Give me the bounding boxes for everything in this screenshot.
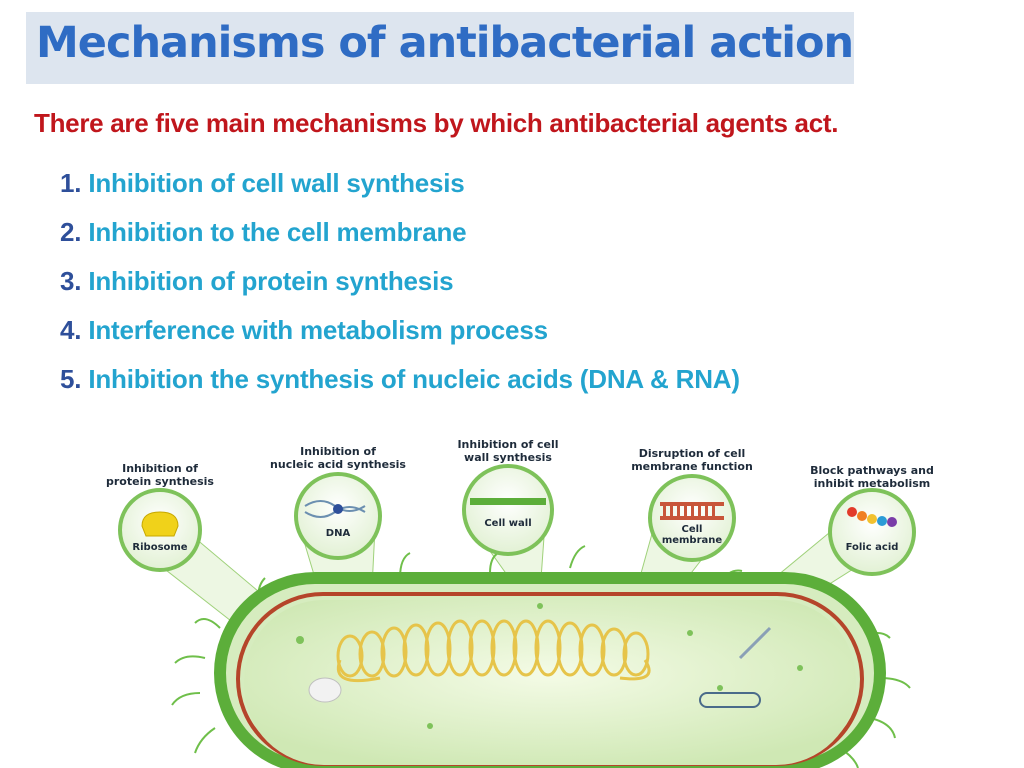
membrane-bilayer-icon	[660, 502, 724, 520]
svg-text:nucleic acid synthesis: nucleic acid synthesis	[270, 458, 406, 471]
list-text: Inhibition of cell wall synthesis	[88, 168, 465, 198]
slide-title: Mechanisms of antibacterial action	[36, 18, 854, 68]
svg-text:protein synthesis: protein synthesis	[106, 475, 214, 488]
list-number: 2.	[60, 217, 82, 247]
svg-text:Block pathways and: Block pathways and	[810, 464, 934, 477]
ribosome-dots	[296, 603, 803, 729]
list-text: Inhibition the synthesis of nucleic acid…	[88, 364, 740, 394]
svg-text:Inhibition of cell: Inhibition of cell	[457, 438, 558, 451]
title-banner	[26, 12, 854, 84]
mechanism-list: 1. Inhibition of cell wall synthesis 2. …	[60, 168, 740, 413]
list-text: Inhibition to the cell membrane	[88, 217, 467, 247]
cell-wall-icon	[470, 498, 546, 505]
plasmid	[699, 692, 761, 708]
flagellum-motor	[738, 626, 772, 660]
svg-text:wall synthesis: wall synthesis	[464, 451, 552, 464]
list-text: Inhibition of protein synthesis	[88, 266, 454, 296]
bacterium-diagram: Inhibition of protein synthesis Ribosome…	[106, 438, 934, 768]
callout-protein-synthesis: Inhibition of protein synthesis Ribosome	[106, 462, 214, 572]
svg-text:Cell wall: Cell wall	[484, 518, 531, 529]
svg-text:DNA: DNA	[326, 528, 351, 539]
cytoplasm	[244, 600, 856, 765]
svg-text:Folic acid: Folic acid	[846, 542, 899, 553]
inclusion-body	[308, 677, 342, 703]
folic-acid-icon	[847, 507, 897, 527]
callout-membrane-function: Disruption of cell membrane function Cel…	[631, 447, 753, 562]
list-item: 3. Inhibition of protein synthesis	[60, 266, 740, 315]
list-text: Interference with metabolism process	[88, 315, 548, 345]
svg-text:membrane: membrane	[662, 535, 723, 546]
list-item: 2. Inhibition to the cell membrane	[60, 217, 740, 266]
svg-text:Ribosome: Ribosome	[132, 542, 187, 553]
svg-text:Cell: Cell	[682, 524, 703, 535]
svg-text:membrane function: membrane function	[631, 460, 753, 473]
list-number: 1.	[60, 168, 82, 198]
intro-text: There are five main mechanisms by which …	[34, 108, 839, 138]
svg-text:Disruption of cell: Disruption of cell	[639, 447, 746, 460]
list-number: 3.	[60, 266, 82, 296]
callout-metabolism: Block pathways and inhibit metabolism Fo…	[810, 464, 934, 576]
svg-text:Inhibition of: Inhibition of	[122, 462, 198, 475]
callout-nucleic-acid-synthesis: Inhibition of nucleic acid synthesis DNA	[270, 445, 406, 560]
list-number: 5.	[60, 364, 82, 394]
svg-text:inhibit metabolism: inhibit metabolism	[814, 477, 931, 490]
list-number: 4.	[60, 315, 82, 345]
list-item: 1. Inhibition of cell wall synthesis	[60, 168, 740, 217]
dna-coil	[336, 619, 651, 683]
callout-cell-wall-synthesis: Inhibition of cell wall synthesis Cell w…	[457, 438, 559, 556]
ribosome-icon	[141, 511, 179, 537]
list-item: 4. Interference with metabolism process	[60, 315, 740, 364]
list-item: 5. Inhibition the synthesis of nucleic a…	[60, 364, 740, 413]
svg-text:Inhibition of: Inhibition of	[300, 445, 376, 458]
